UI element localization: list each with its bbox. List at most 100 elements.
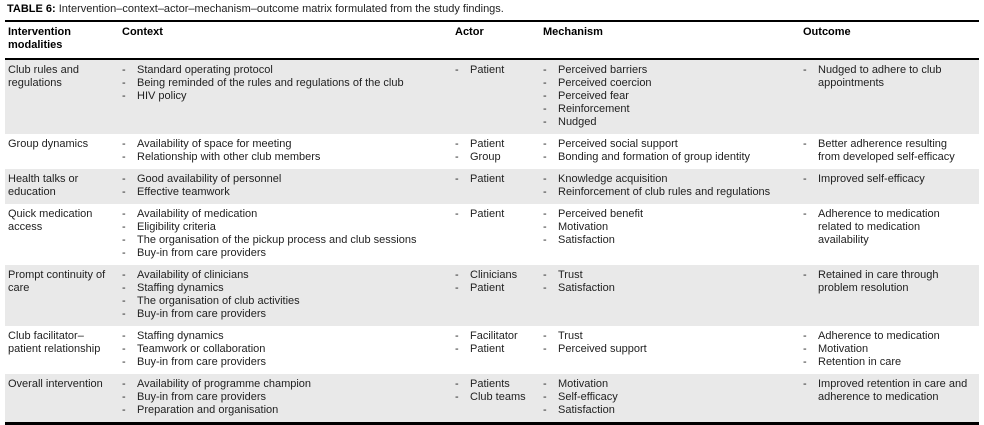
mechanism-item-text: Knowledge acquisition	[558, 173, 668, 185]
actor-item-text: Club teams	[470, 391, 526, 403]
outcome-list-item: -Adherence to medication related to medi…	[803, 208, 971, 247]
dash-bullet: -	[455, 64, 459, 76]
outcome-item-text: Adherence to medication	[818, 330, 940, 342]
dash-bullet: -	[455, 208, 459, 220]
dash-bullet: -	[803, 356, 807, 368]
mechanism-list-item: -Satisfaction	[543, 282, 790, 295]
cell-outcome: -Retained in care through problem resolu…	[798, 269, 979, 321]
mechanism-list-item: -Reinforcement	[543, 103, 790, 116]
dash-bullet: -	[122, 295, 126, 307]
cell-context: -Availability of clinicians-Staffing dyn…	[117, 269, 450, 321]
mechanism-item-text: Perceived barriers	[558, 64, 648, 76]
dash-bullet: -	[122, 77, 126, 89]
context-list-item: -The organisation of club activities	[122, 295, 442, 308]
cell-actor: -Patient	[450, 208, 538, 260]
cell-actor: -Facilitator-Patient	[450, 330, 538, 369]
dash-bullet: -	[122, 404, 126, 416]
cell-intervention-modality: Quick medication access	[5, 208, 117, 260]
table-row: Group dynamics -Availability of space fo…	[5, 134, 979, 169]
context-list-item: -Good availability of personnel	[122, 173, 442, 186]
context-item-text: Preparation and organisation	[137, 404, 279, 416]
actor-list-item: -Patient	[455, 282, 530, 295]
mechanism-item-text: Perceived benefit	[558, 208, 643, 220]
cell-outcome: -Improved retention in care and adherenc…	[798, 378, 979, 417]
outcome-item-text: Retained in care through problem resolut…	[818, 269, 939, 294]
context-item-text: Eligibility criteria	[137, 221, 216, 233]
cell-intervention-modality: Overall intervention	[5, 378, 117, 417]
dash-bullet: -	[122, 186, 126, 198]
cell-actor: -Patient-Group	[450, 138, 538, 164]
dash-bullet: -	[122, 378, 126, 390]
dash-bullet: -	[543, 378, 547, 390]
cell-actor: -Patient	[450, 173, 538, 199]
dash-bullet: -	[455, 138, 459, 150]
actor-item-text: Patient	[470, 208, 505, 220]
cell-mechanism: -Perceived benefit-Motivation-Satisfacti…	[538, 208, 798, 260]
mechanism-item-text: Satisfaction	[558, 282, 615, 294]
dash-bullet: -	[803, 64, 807, 76]
mechanism-item-text: Reinforcement	[558, 103, 630, 115]
context-list-item: -Availability of programme champion	[122, 378, 442, 391]
context-list-item: -Buy-in from care providers	[122, 247, 442, 260]
context-item-text: Availability of programme champion	[137, 378, 312, 390]
dash-bullet: -	[455, 343, 459, 355]
outcome-item-text: Improved retention in care and adherence…	[818, 378, 968, 403]
cell-actor: -Patient	[450, 64, 538, 129]
actor-list-item: -Patients	[455, 378, 530, 391]
mechanism-list-item: -Trust	[543, 330, 790, 343]
modality-text: Quick medication access	[8, 208, 93, 233]
context-item-text: Effective teamwork	[137, 186, 230, 198]
actor-list-item: -Patient	[455, 173, 530, 186]
modality-text: Prompt continuity of care	[8, 269, 106, 294]
actor-item-text: Patient	[470, 343, 505, 355]
context-item-text: The organisation of the pickup process a…	[137, 234, 417, 246]
dash-bullet: -	[803, 343, 807, 355]
table-caption-text: Intervention–context–actor–mechanism–out…	[58, 3, 504, 15]
table-6-page: TABLE 6: Intervention–context–actor–mech…	[5, 0, 979, 425]
dash-bullet: -	[803, 208, 807, 220]
dash-bullet: -	[543, 64, 547, 76]
context-item-text: Staffing dynamics	[137, 282, 224, 294]
context-item-text: Availability of clinicians	[137, 269, 249, 281]
mechanism-item-text: Self-efficacy	[558, 391, 618, 403]
outcome-item-text: Improved self-efficacy	[818, 173, 925, 185]
dash-bullet: -	[122, 308, 126, 320]
dash-bullet: -	[803, 330, 807, 342]
mechanism-list-item: -Perceived benefit	[543, 208, 790, 221]
column-header-context: Context	[122, 26, 163, 38]
table-row: Overall intervention -Availability of pr…	[5, 374, 979, 422]
dash-bullet: -	[543, 343, 547, 355]
cell-intervention-modality: Prompt continuity of care	[5, 269, 117, 321]
table-row: Club facilitator–patient relationship -S…	[5, 326, 979, 374]
context-item-text: Buy-in from care providers	[137, 247, 266, 259]
dash-bullet: -	[543, 330, 547, 342]
table-caption-label: TABLE 6:	[7, 3, 56, 15]
column-header-intervention-modalities: Intervention modalities	[8, 26, 71, 51]
mechanism-item-text: Perceived support	[558, 343, 647, 355]
outcome-item-text: Retention in care	[818, 356, 902, 368]
mechanism-item-text: Bonding and formation of group identity	[558, 151, 751, 163]
cell-intervention-modality: Health talks or education	[5, 173, 117, 199]
cell-context: -Availability of medication-Eligibility …	[117, 208, 450, 260]
dash-bullet: -	[803, 138, 807, 150]
column-header-outcome: Outcome	[803, 26, 851, 38]
table-row: Quick medication access -Availability of…	[5, 204, 979, 265]
outcome-item-text: Nudged to adhere to club appointments	[818, 64, 942, 89]
actor-list-item: -Patient	[455, 208, 530, 221]
context-item-text: Buy-in from care providers	[137, 391, 266, 403]
actor-list-item: -Facilitator	[455, 330, 530, 343]
mechanism-list-item: -Satisfaction	[543, 404, 790, 417]
actor-list-item: -Club teams	[455, 391, 530, 404]
mechanism-list-item: -Satisfaction	[543, 234, 790, 247]
mechanism-list-item: -Bonding and formation of group identity	[543, 151, 790, 164]
dash-bullet: -	[122, 330, 126, 342]
cell-mechanism: -Trust-Satisfaction	[538, 269, 798, 321]
dash-bullet: -	[543, 138, 547, 150]
modality-text: Group dynamics	[8, 138, 89, 150]
mechanism-item-text: Perceived coercion	[558, 77, 652, 89]
mechanism-list-item: -Perceived barriers	[543, 64, 790, 77]
table-caption: TABLE 6: Intervention–context–actor–mech…	[5, 0, 979, 22]
mechanism-list-item: -Trust	[543, 269, 790, 282]
context-list-item: -Being reminded of the rules and regulat…	[122, 77, 442, 90]
cell-context: -Staffing dynamics-Teamwork or collabora…	[117, 330, 450, 369]
